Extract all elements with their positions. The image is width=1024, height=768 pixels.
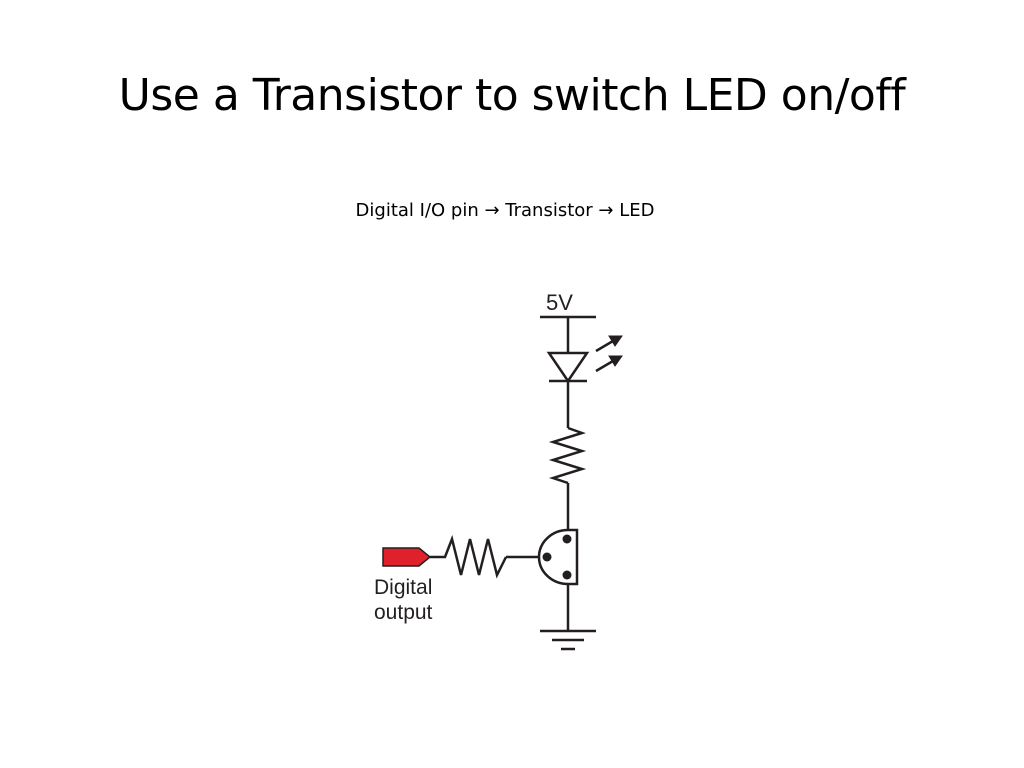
supply-label: 5V bbox=[546, 290, 573, 315]
led-arrow-2-shaft bbox=[595, 359, 614, 373]
input-label-line1: Digital bbox=[374, 576, 432, 599]
transistor-body bbox=[537, 528, 579, 586]
led-symbol bbox=[546, 351, 590, 384]
base-resistor bbox=[430, 534, 508, 579]
transistor-emitter-dot bbox=[562, 570, 572, 580]
transistor-collector-dot bbox=[562, 534, 572, 544]
transistor-base-dot bbox=[542, 552, 552, 562]
led-resistor bbox=[548, 426, 587, 485]
input-label-line2: output bbox=[374, 601, 433, 624]
slide-title: Use a Transistor to switch LED on/off bbox=[118, 70, 906, 121]
slide-subtitle: Digital I/O pin → Transistor → LED bbox=[355, 200, 655, 221]
led-arrow-1-head bbox=[608, 335, 623, 347]
led-arrow-2-head bbox=[608, 355, 623, 367]
digital-output-pin-icon bbox=[382, 547, 432, 567]
led-arrow-1-shaft bbox=[595, 339, 614, 353]
